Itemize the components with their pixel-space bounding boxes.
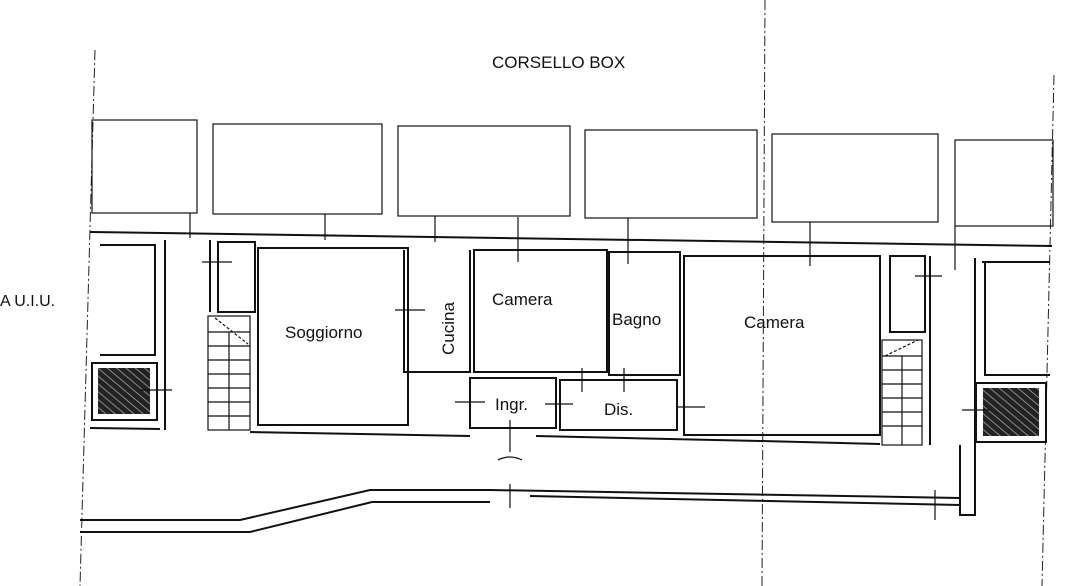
side-label: A U.I.U. — [0, 293, 55, 310]
corsello-box-title: CORSELLO BOX — [492, 53, 625, 72]
room-camera-2: Camera — [744, 313, 805, 332]
stairs-left — [207, 315, 251, 431]
room-bagno: Bagno — [612, 310, 661, 329]
room-disimpegno: Dis. — [604, 400, 633, 419]
room-soggiorno: Soggiorno — [285, 323, 363, 342]
garage-boxes — [91, 119, 1054, 270]
room-camera-1: Camera — [492, 290, 553, 309]
room-cucina: Cucina — [439, 302, 458, 355]
room-labels: Soggiorno Cucina Camera Bagno Camera Ing… — [285, 290, 805, 419]
stairs-right — [881, 339, 923, 446]
room-ingresso: Ingr. — [495, 395, 528, 414]
building-walls — [80, 231, 1053, 533]
boundary-lines — [79, 0, 1055, 586]
